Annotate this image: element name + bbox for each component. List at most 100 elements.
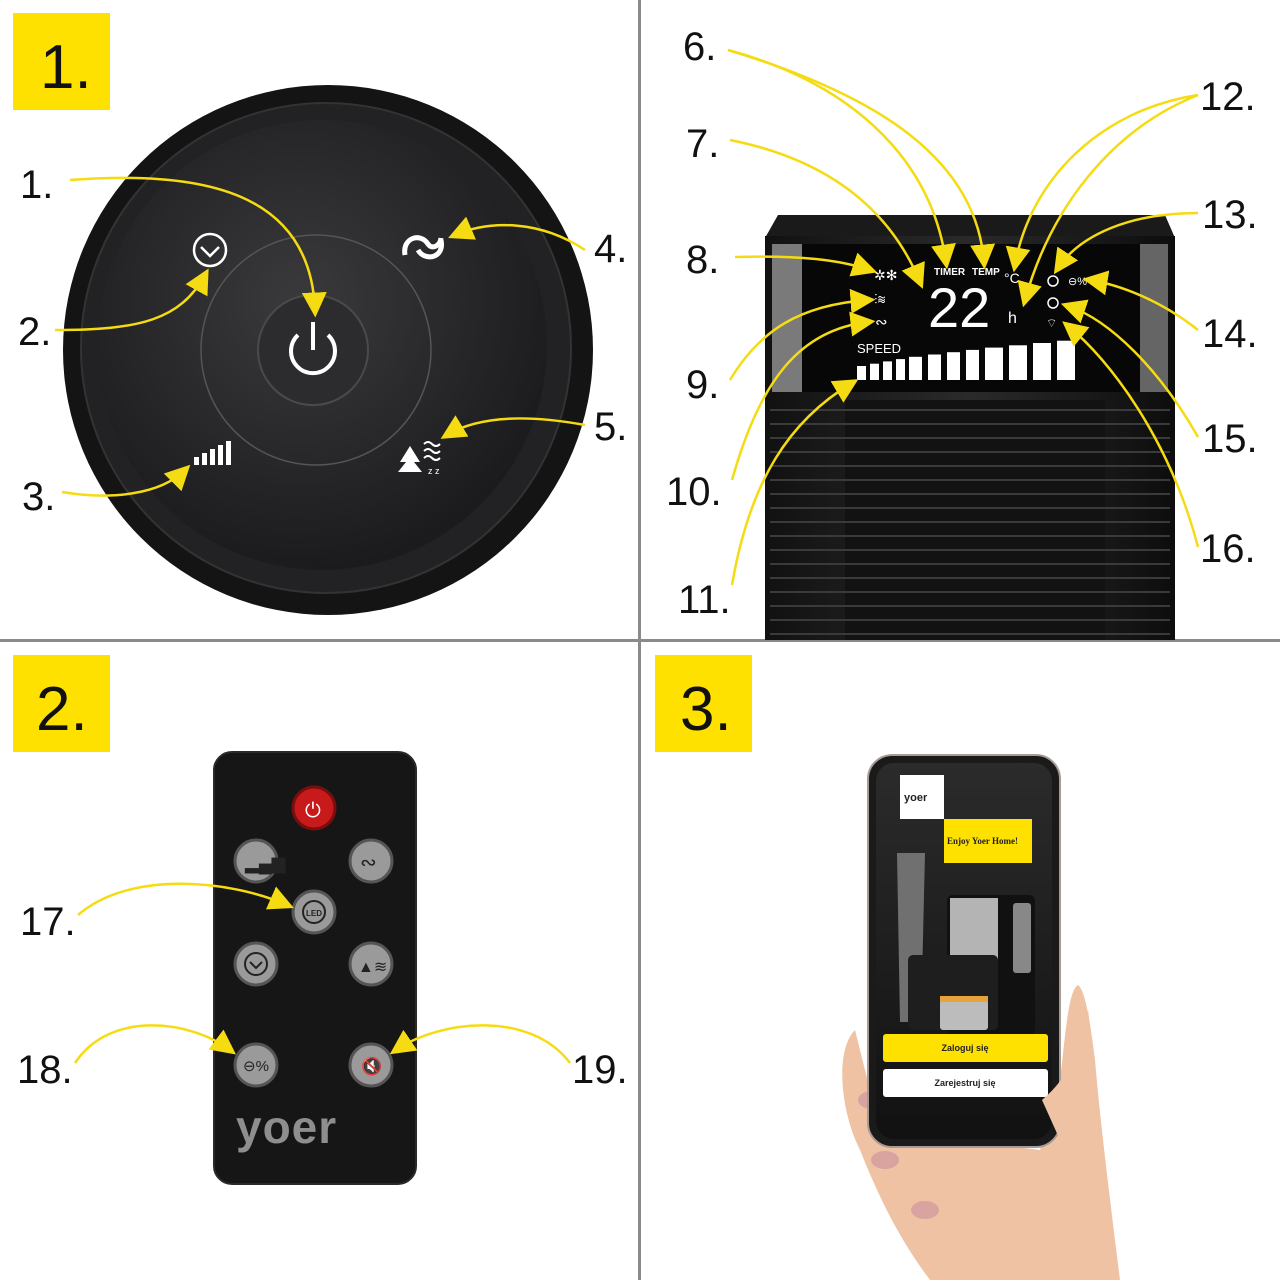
callout-1: 1. (20, 163, 53, 207)
callout-13: 13. (1202, 193, 1258, 237)
callout-11: 11. (678, 578, 731, 622)
speed-bar (928, 354, 941, 380)
remote-callout-arrows (73, 882, 571, 1064)
digit-display: 22 (928, 276, 990, 339)
callout-5: 5. (594, 405, 627, 449)
speed-icon: ▂▄▆ (244, 853, 287, 875)
remote-mute-button[interactable]: 🔇 (348, 1042, 394, 1088)
callout-16: 16. (1200, 527, 1256, 571)
callout-6: 6. (683, 25, 716, 69)
svg-text:Zarejestruj się: Zarejestruj się (934, 1078, 995, 1088)
svg-text:Zaloguj się: Zaloguj się (941, 1043, 988, 1053)
smartphone: yoer Enjoy Yoer Home! Zaloguj się Zareje… (867, 754, 1061, 1148)
wifi-icon: ⌔ (1046, 316, 1057, 330)
eco-indicator-icon: ⊖% (1068, 276, 1087, 288)
section-badge-3: 3. (655, 655, 752, 752)
remote-sleep-button[interactable]: ▲≋ (348, 941, 394, 987)
sleep-mode-icon[interactable]: z z (398, 441, 441, 476)
remote-brand-logo: yoer (236, 1101, 337, 1153)
mute-icon: 🔇 (361, 1056, 382, 1076)
app-tagline: Enjoy Yoer Home! (947, 836, 1018, 846)
section-badge-2: 2. (13, 655, 110, 752)
speed-bar (909, 356, 922, 380)
speed-bar-indicator (857, 340, 1075, 380)
svg-text:z z: z z (428, 466, 440, 476)
control-dial: z z (63, 85, 593, 615)
callout-8: 8. (686, 238, 719, 282)
tower-ribs (770, 400, 1170, 640)
speed-bar (857, 366, 866, 380)
speed-bar (966, 349, 979, 380)
speed-bar (1009, 345, 1027, 380)
callout-18: 18. (17, 1048, 73, 1092)
speed-bar (896, 359, 905, 380)
horizontal-divider (0, 639, 1280, 642)
celsius-indicator: °C (1004, 270, 1020, 286)
remote-timer-button[interactable] (233, 941, 279, 987)
svg-text:⊖%: ⊖% (1068, 276, 1087, 288)
svg-text:⌔: ⌔ (1046, 316, 1057, 330)
callout-19: 19. (572, 1048, 628, 1092)
oscillation-icon: ∾ (360, 852, 377, 874)
remote-oscillation-button[interactable]: ∾ (348, 838, 394, 884)
power-button[interactable] (257, 294, 369, 406)
speed-bar (1033, 343, 1051, 380)
callout-15: 15. (1202, 417, 1258, 461)
sleep-indicator-icon (1047, 275, 1059, 287)
led-label: LED (306, 909, 322, 918)
thumb (1042, 1010, 1091, 1140)
oscillation-icon[interactable] (402, 235, 444, 260)
hand (842, 985, 1120, 1280)
speed-bar (870, 363, 879, 380)
sleep-mode-icon: ▲≋ (358, 959, 387, 976)
timer-icon (244, 952, 268, 976)
speed-bar (985, 347, 1003, 380)
callout-12: 12. (1200, 75, 1256, 119)
svg-text:⫶≋: ⫶≋ (874, 291, 886, 307)
remote-power-button[interactable]: ⏻ (291, 785, 337, 831)
callout-2: 2. (18, 310, 51, 354)
section-label: 1. (40, 33, 92, 102)
section-label: 2. (36, 675, 88, 744)
speed-bar (883, 361, 892, 380)
remote-speed-button[interactable]: ▂▄▆ (233, 838, 287, 884)
callout-9: 9. (686, 363, 719, 407)
eco-icon: ⊖% (243, 1058, 269, 1075)
app-logo: yoer (904, 792, 928, 804)
oscillation-indicator-icon: ∾ (875, 314, 888, 331)
callout-17: 17. (20, 900, 76, 944)
svg-text:✲✻: ✲✻ (874, 267, 897, 283)
dial-callout-arrows (54, 176, 586, 497)
remote-control: ⏻ ▂▄▆ ∾ LED ▲≋ ⊖% 🔇 (213, 751, 417, 1185)
remote-led-button[interactable]: LED (291, 889, 337, 935)
login-button[interactable]: Zaloguj się (883, 1034, 1048, 1062)
svg-text:∾: ∾ (875, 314, 888, 331)
callout-10: 10. (666, 470, 722, 514)
remote-eco-button[interactable]: ⊖% (233, 1042, 279, 1088)
app-screen: yoer Enjoy Yoer Home! Zaloguj się Zareje… (883, 775, 1048, 1097)
child-lock-icon (1047, 297, 1059, 309)
hours-indicator: h (1008, 310, 1017, 327)
register-button[interactable]: Zarejestruj się (883, 1069, 1048, 1097)
heat-mode-icon: ⫶≋ (874, 291, 886, 307)
timer-label: TIMER (934, 267, 966, 278)
product-photo (897, 853, 1035, 1035)
timer-icon[interactable] (192, 232, 228, 268)
callout-14: 14. (1202, 312, 1258, 356)
lcd-display: ✲✻ ⫶≋ ∾ TIMER TEMP °C 22 h SPEED ⊖% ⌔ (857, 267, 1087, 380)
speed-bar (947, 352, 960, 380)
tower-heater (765, 215, 1175, 640)
callout-3: 3. (22, 475, 55, 519)
display-callout-arrows (727, 48, 1200, 586)
speed-bar (1057, 340, 1075, 380)
callout-4: 4. (594, 227, 627, 271)
svg-text:⏻: ⏻ (305, 800, 321, 822)
section-label: 3. (680, 675, 732, 744)
callout-7: 7. (686, 122, 719, 166)
section-badge-1: 1. (13, 13, 110, 110)
temp-label: TEMP (972, 267, 1000, 278)
led-power-icon (302, 900, 326, 924)
speed-label: SPEED (857, 341, 901, 356)
speed-icon[interactable] (194, 441, 231, 465)
